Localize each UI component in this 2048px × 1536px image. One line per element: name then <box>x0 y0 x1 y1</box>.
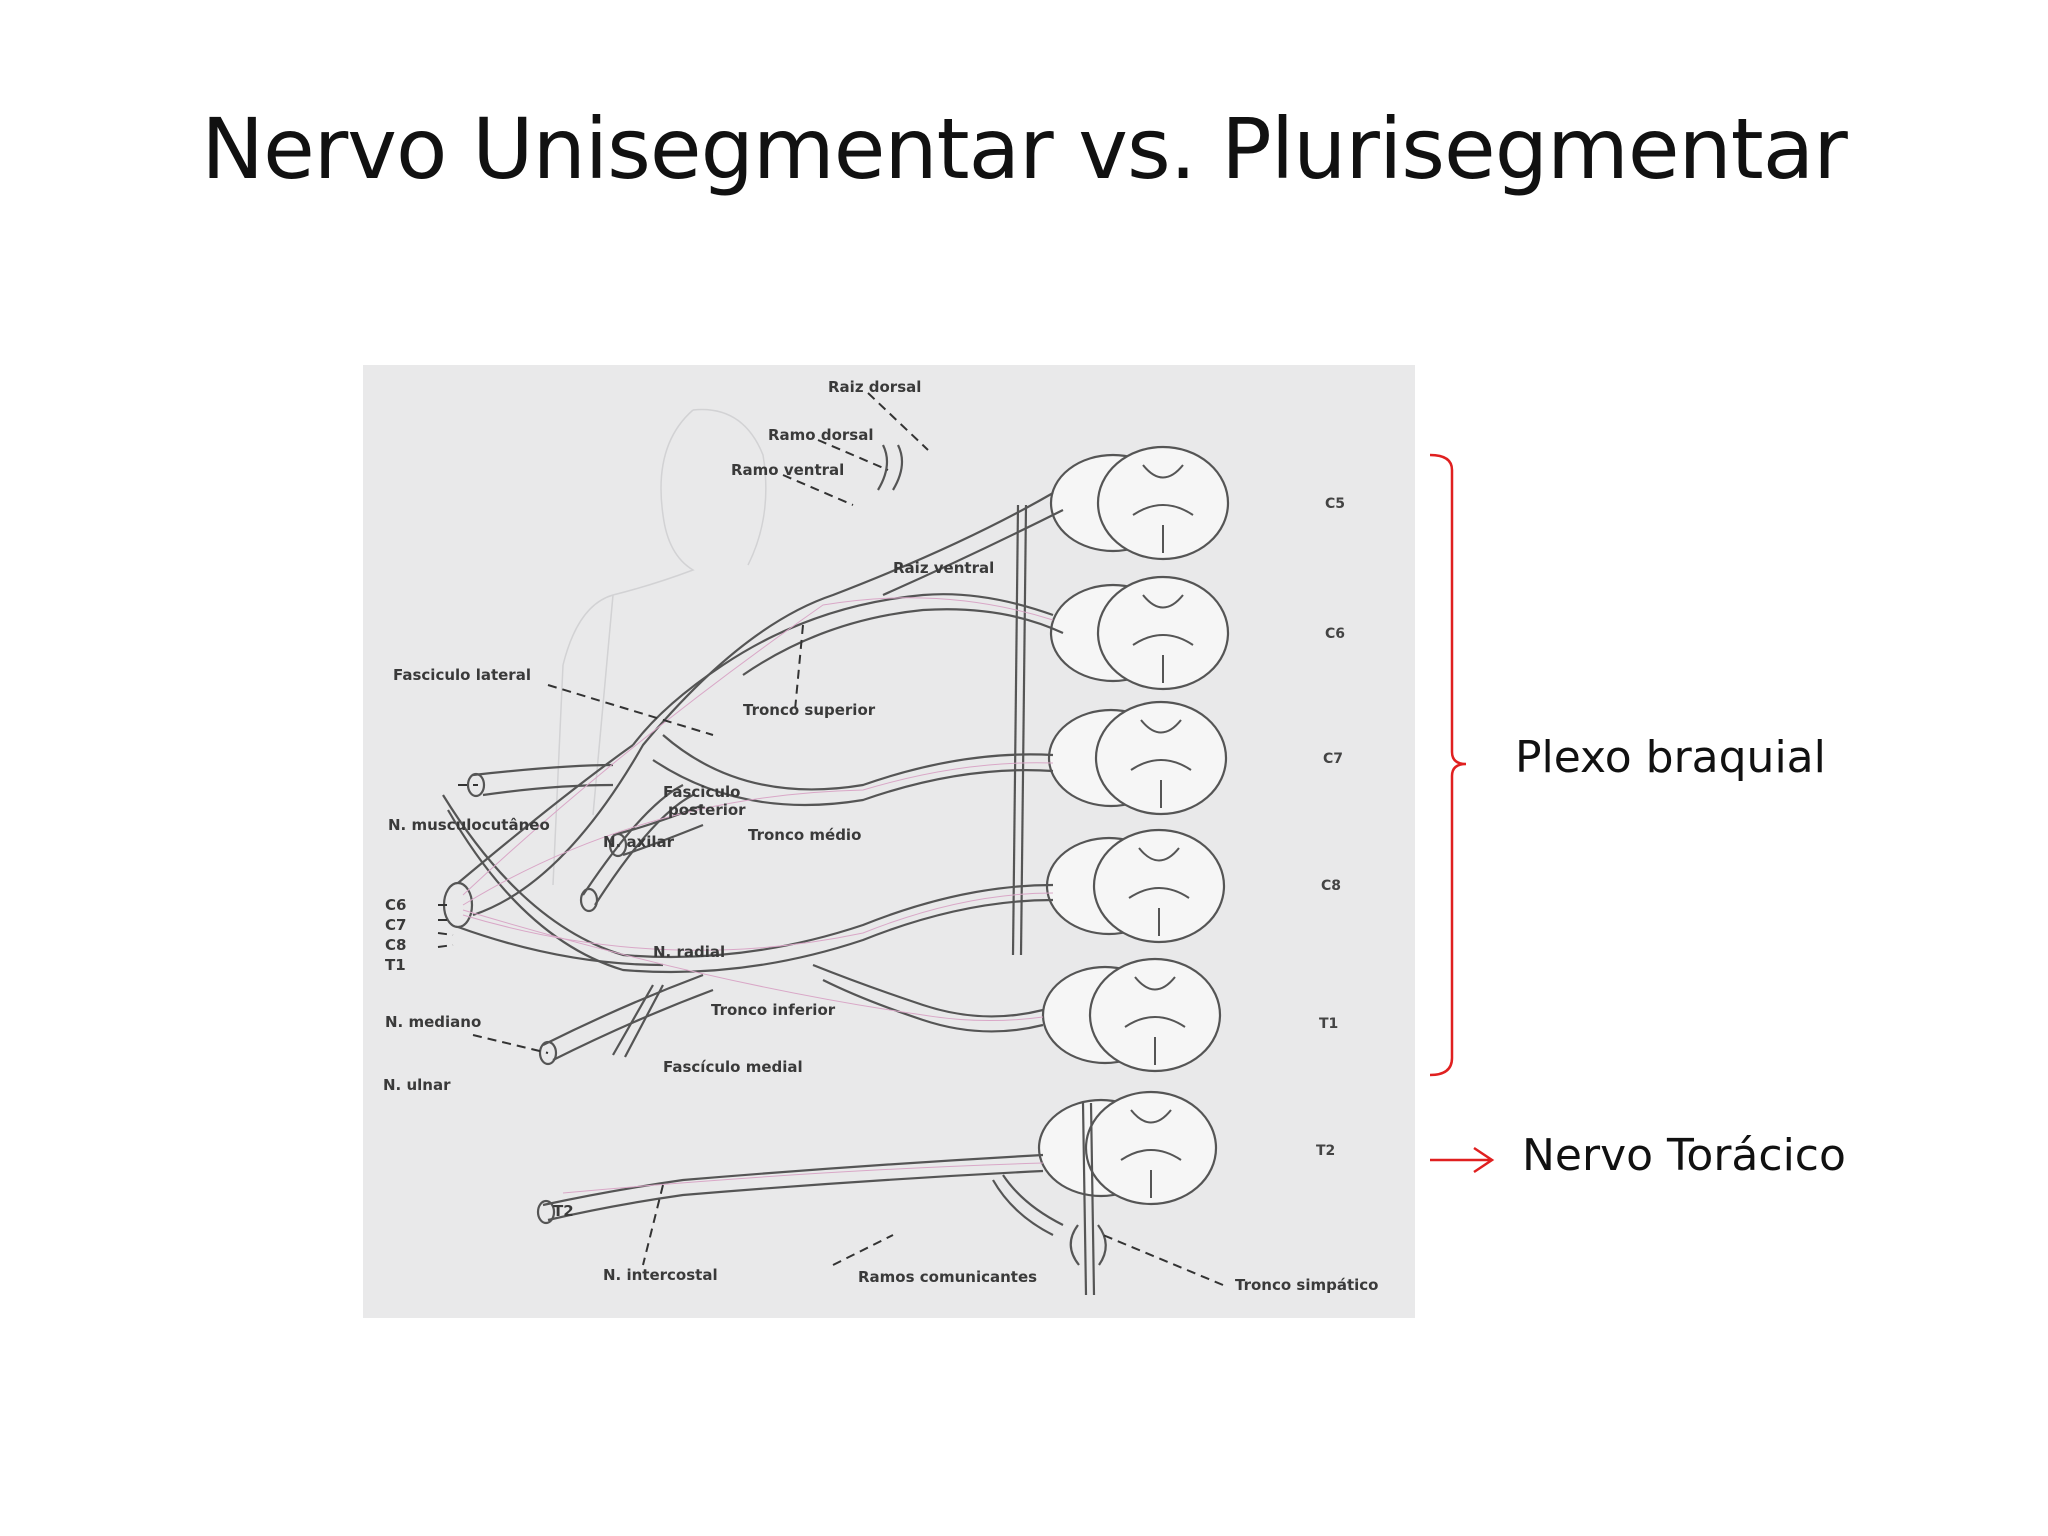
plexo-braquial-label: Plexo braquial <box>1515 732 1826 783</box>
cord-c8 <box>1045 828 1226 944</box>
segment-label-c6: C6 <box>1325 626 1345 642</box>
label-raiz-dorsal: Raiz dorsal <box>828 378 921 396</box>
label-fasciculo-posterior-1: Fasciculo <box>663 783 740 801</box>
label-tronco-medio: Tronco médio <box>748 826 861 844</box>
label-t2-nerve: T2 <box>553 1202 574 1220</box>
sympathetic-trunk <box>1011 504 1107 1296</box>
cord-c7 <box>1047 700 1228 816</box>
label-n-radial: N. radial <box>653 943 725 961</box>
faint-body-outline <box>552 408 767 886</box>
segment-label-c7: C7 <box>1323 751 1343 767</box>
plexus-diagram: Raiz dorsal Ramo dorsal Ramo ventral Rai… <box>383 378 1378 1296</box>
label-c6: C6 <box>385 896 406 914</box>
label-fasciculo-medial: Fascículo medial <box>663 1058 803 1076</box>
label-t1: T1 <box>385 956 406 974</box>
segment-label-c8: C8 <box>1321 878 1341 894</box>
segment-label-t2: T2 <box>1316 1143 1335 1159</box>
label-fasciculo-posterior-2: posterior <box>668 801 746 819</box>
nervo-toracico-label: Nervo Torácico <box>1522 1130 1846 1181</box>
toracico-arrow <box>1430 1146 1495 1174</box>
label-n-ulnar: N. ulnar <box>383 1076 451 1094</box>
segment-label-t1: T1 <box>1319 1016 1338 1032</box>
cord-t1 <box>1041 957 1222 1073</box>
slide-title: Nervo Unisegmentar vs. Plurisegmentar <box>201 100 1848 198</box>
plexus-nerves <box>442 444 1064 1236</box>
segment-label-c5: C5 <box>1325 496 1345 512</box>
label-ramo-ventral: Ramo ventral <box>731 461 844 479</box>
label-n-musculocutaneo: N. musculocutâneo <box>388 816 550 834</box>
label-n-mediano: N. mediano <box>385 1013 481 1031</box>
label-raiz-ventral: Raiz ventral <box>893 559 994 577</box>
label-tronco-inferior: Tronco inferior <box>711 1001 836 1019</box>
cord-t2 <box>1037 1090 1218 1206</box>
cord-c5 <box>1049 445 1230 561</box>
plexo-bracket <box>1429 453 1467 1077</box>
figure-labels: Raiz dorsal Ramo dorsal Ramo ventral Rai… <box>383 378 1378 1294</box>
label-fasciculo-lateral: Fasciculo lateral <box>393 666 531 684</box>
label-n-intercostal: N. intercostal <box>603 1266 718 1284</box>
label-ramos-comunicantes: Ramos comunicantes <box>858 1268 1037 1286</box>
label-tronco-superior: Tronco superior <box>743 701 876 719</box>
label-tronco-simpatico: Tronco simpático <box>1235 1276 1378 1294</box>
label-ramo-dorsal: Ramo dorsal <box>768 426 873 444</box>
label-n-axilar: N. axilar <box>603 833 675 851</box>
brachial-plexus-figure: Raiz dorsal Ramo dorsal Ramo ventral Rai… <box>363 365 1415 1318</box>
fiber-traces <box>462 597 1054 1194</box>
label-c7: C7 <box>385 916 406 934</box>
leader-lines <box>437 392 1224 1286</box>
spinal-cord-sections <box>1037 445 1230 1206</box>
label-c8: C8 <box>385 936 406 954</box>
cord-c6 <box>1049 575 1230 691</box>
